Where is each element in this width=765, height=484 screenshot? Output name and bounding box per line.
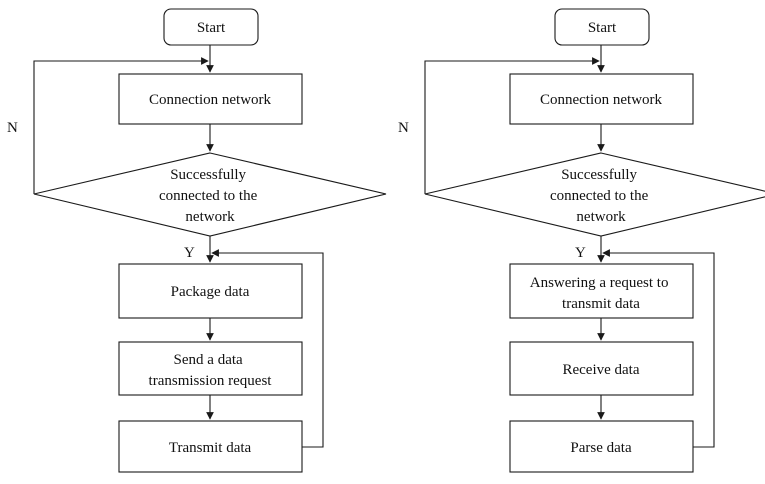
left-step3-label: Transmit data	[169, 440, 252, 456]
right-decision-label: Successfully connected to the network	[550, 167, 652, 225]
right-step2-box	[509, 341, 694, 396]
left-step2-label: Send a data transmission request	[149, 352, 273, 389]
left-step1-label: Package data	[171, 284, 250, 300]
right-yes-label: Y	[575, 245, 586, 261]
left-start-terminal	[163, 8, 259, 46]
right-connect-label: Connection network	[540, 92, 663, 108]
left-connect-label: Connection network	[149, 92, 272, 108]
right-no-label: N	[398, 120, 409, 136]
right-repeat-loop-arrow	[602, 249, 715, 448]
left-decision-label: Successfully connected to the network	[159, 167, 261, 225]
right-flowchart: Start Connection network Successfully co…	[398, 8, 765, 473]
left-start-label: Start	[197, 20, 226, 36]
left-connect-box	[118, 73, 303, 125]
left-no-label: N	[7, 120, 18, 136]
left-step3-box	[118, 420, 303, 473]
left-step2-box	[118, 341, 303, 396]
right-step1-box	[509, 263, 694, 319]
right-step3-box	[509, 420, 694, 473]
right-start-label: Start	[588, 20, 617, 36]
left-flowchart: Start Connection network Successfully co…	[7, 8, 387, 473]
right-no-loop-arrow	[424, 57, 600, 194]
right-step3-label: Parse data	[570, 440, 632, 456]
right-step1-label: Answering a request to transmit data	[530, 275, 672, 312]
left-yes-label: Y	[184, 245, 195, 261]
left-no-loop-arrow	[33, 57, 209, 194]
right-start-terminal	[554, 8, 650, 46]
left-repeat-loop-arrow	[211, 249, 324, 448]
right-step2-label: Receive data	[562, 362, 639, 378]
